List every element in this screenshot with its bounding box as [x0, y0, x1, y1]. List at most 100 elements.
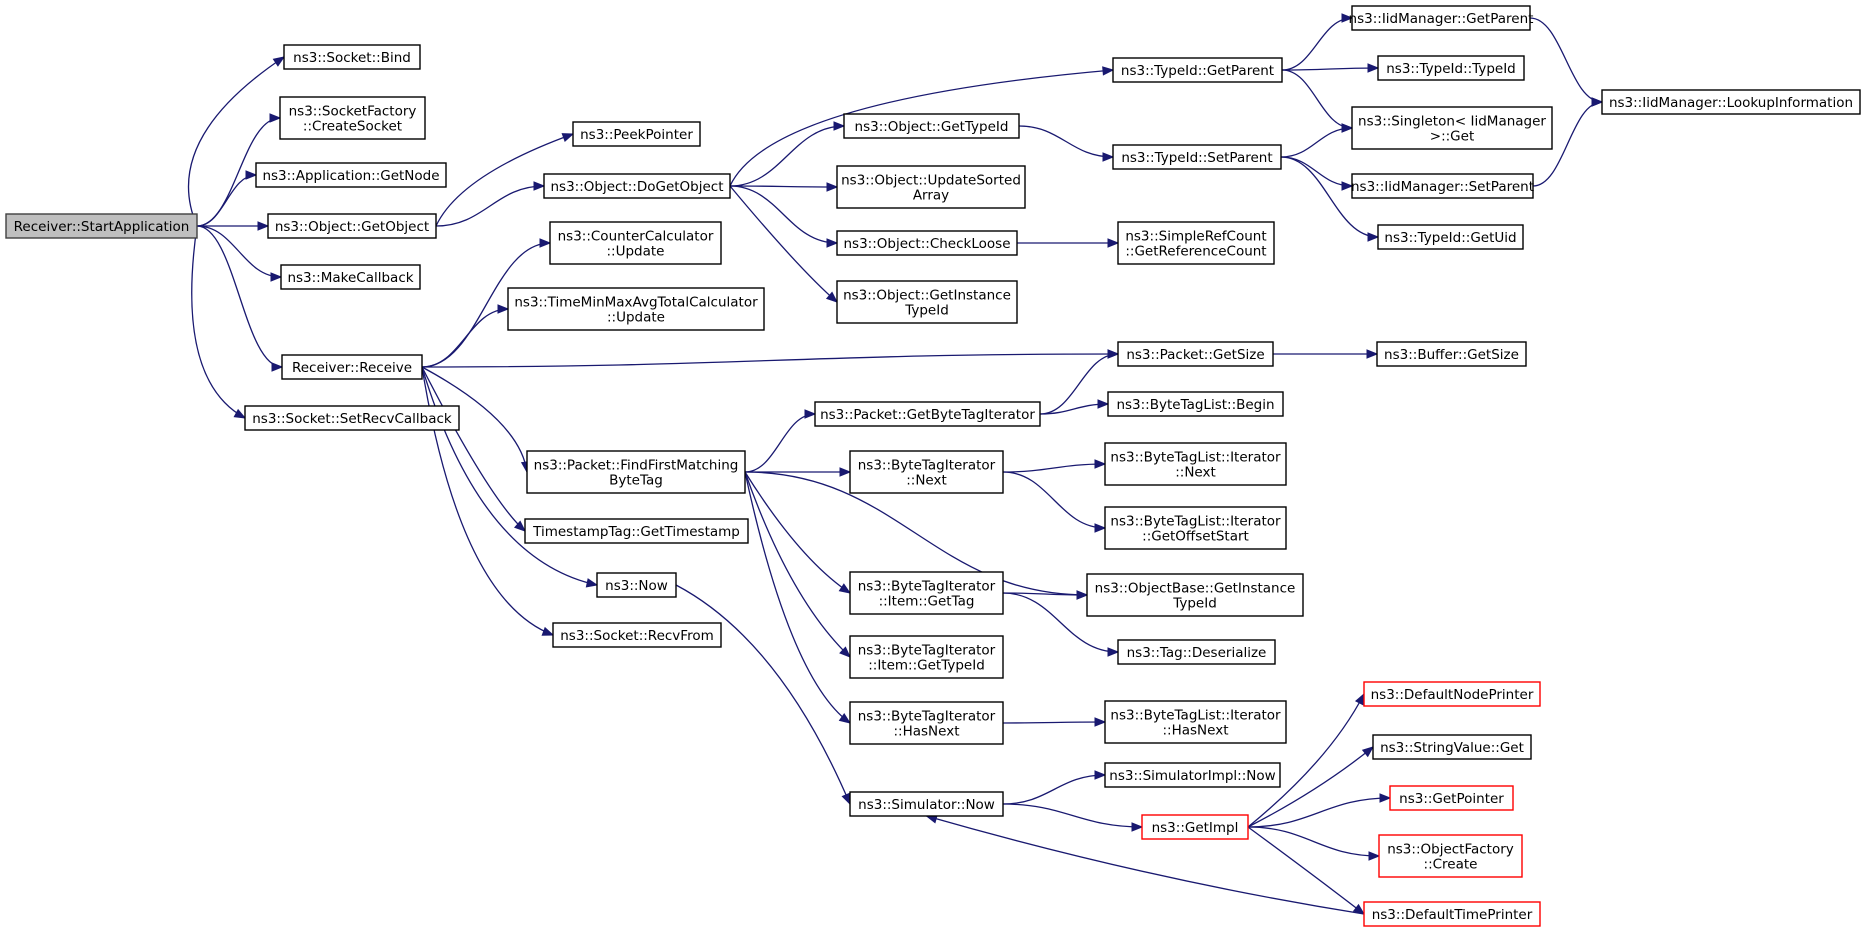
node-n16[interactable]: ns3::Object::GetTypeId: [843, 113, 1020, 139]
node-n27[interactable]: ns3::TypeId::GetUid: [1377, 224, 1524, 250]
edge-n49-n42: [926, 815, 1365, 915]
node-n24[interactable]: ns3::TypeId::TypeId: [1377, 55, 1525, 81]
node-n13[interactable]: TimestampTag::GetTimestamp: [524, 518, 749, 544]
node-box: [1363, 901, 1541, 927]
node-n43[interactable]: ns3::SimulatorImpl::Now: [1104, 762, 1281, 788]
node-n8[interactable]: ns3::PeekPointer: [572, 121, 701, 147]
node-n41[interactable]: ns3::ByteTagList::Iterator::HasNext: [1104, 700, 1287, 744]
node-n33[interactable]: ns3::ByteTagIterator::Next: [849, 450, 1004, 494]
node-n23[interactable]: ns3::IidManager::GetParent: [1349, 5, 1534, 31]
arrowhead-n12-n31: [804, 409, 817, 419]
node-box: [843, 113, 1020, 139]
node-n29[interactable]: ns3::Packet::GetSize: [1117, 341, 1274, 367]
node-n0[interactable]: Receiver::StartApplication: [5, 213, 198, 239]
arrowhead-n12-n40: [838, 713, 852, 724]
node-n2[interactable]: ns3::SocketFactory::CreateSocket: [279, 96, 426, 140]
node-box: [1601, 89, 1861, 115]
node-n38[interactable]: ns3::Tag::Deserialize: [1117, 639, 1276, 665]
node-box: [849, 450, 1004, 494]
node-n14[interactable]: ns3::Now: [596, 572, 677, 598]
node-n11[interactable]: ns3::TimeMinMaxAvgTotalCalculator::Updat…: [507, 287, 765, 331]
node-label: >::Get: [1430, 129, 1474, 145]
node-box: [849, 571, 1004, 615]
arrowhead-n44-n45: [1354, 692, 1365, 706]
arrowhead-n44-n48: [1368, 851, 1381, 861]
node-label: ::Next: [906, 473, 947, 489]
node-label: ns3::CounterCalculator: [558, 229, 714, 245]
node-n10[interactable]: ns3::CounterCalculator::Update: [549, 221, 722, 265]
node-n36[interactable]: ns3::ByteTagIterator::Item::GetTag: [849, 571, 1004, 615]
node-box: [1117, 639, 1276, 665]
arrowhead-n20-n24: [1367, 63, 1380, 73]
node-n18[interactable]: ns3::Object::CheckLoose: [836, 230, 1018, 256]
node-label: ns3::TypeId::GetUid: [1384, 230, 1516, 246]
node-n22[interactable]: ns3::SimpleRefCount::GetReferenceCount: [1117, 221, 1275, 265]
node-n7[interactable]: ns3::Socket::SetRecvCallback: [244, 405, 460, 431]
node-box: [1104, 762, 1281, 788]
arrowhead-n20-n23: [1341, 13, 1354, 23]
node-box: [1141, 814, 1249, 840]
edge-n9-n18: [729, 185, 838, 244]
edge-n12-n39: [744, 471, 851, 658]
arrowhead-n0-n5: [270, 272, 283, 282]
node-n3[interactable]: ns3::Application::GetNode: [255, 162, 447, 188]
node-n25[interactable]: ns3::Singleton< IidManager>::Get: [1351, 106, 1553, 150]
node-n31[interactable]: ns3::Packet::GetByteTagIterator: [814, 401, 1041, 427]
edge-n6-n13: [421, 366, 526, 532]
node-n21[interactable]: ns3::TypeId::SetParent: [1112, 144, 1282, 170]
arrowhead-n12-n36: [838, 583, 852, 594]
node-n28[interactable]: ns3::IidManager::LookupInformation: [1601, 89, 1861, 115]
node-n35[interactable]: ns3::ByteTagList::Iterator::GetOffsetSta…: [1104, 506, 1287, 550]
edge-n9-n17: [729, 185, 838, 188]
node-n30[interactable]: ns3::Buffer::GetSize: [1376, 341, 1527, 367]
node-label: ns3::Socket::RecvFrom: [560, 628, 714, 644]
node-n5[interactable]: ns3::MakeCallback: [280, 264, 421, 290]
node-box: [1104, 506, 1287, 550]
node-label: ::Item::GetTag: [879, 594, 975, 610]
node-n6[interactable]: Receiver::Receive: [281, 354, 423, 380]
node-n47[interactable]: ns3::GetPointer: [1389, 785, 1514, 811]
node-box: [1104, 700, 1287, 744]
arrowhead-n6-n14: [585, 578, 599, 588]
node-n48[interactable]: ns3::ObjectFactory::Create: [1378, 834, 1523, 878]
edge-n0-n7: [191, 225, 246, 419]
arrowhead-n9-n16: [833, 121, 846, 131]
node-n4[interactable]: ns3::Object::GetObject: [267, 213, 437, 239]
node-box: [1351, 173, 1534, 199]
edge-n42-n43: [1002, 774, 1106, 805]
arrowhead-n0-n3: [245, 170, 258, 180]
node-n42[interactable]: ns3::Simulator::Now: [849, 791, 1004, 817]
node-n20[interactable]: ns3::TypeId::GetParent: [1112, 57, 1283, 83]
node-n46[interactable]: ns3::StringValue::Get: [1372, 734, 1532, 760]
edge-n44-n45: [1247, 693, 1365, 828]
arrowhead-n0-n1: [272, 56, 286, 67]
edge-n12-n36: [744, 471, 851, 594]
node-box: [543, 173, 731, 199]
node-box: [596, 572, 677, 598]
node-box: [1112, 144, 1282, 170]
node-box: [1377, 224, 1524, 250]
node-n45[interactable]: ns3::DefaultNodePrinter: [1363, 681, 1541, 707]
node-n9[interactable]: ns3::Object::DoGetObject: [543, 173, 731, 199]
arrowhead-n4-n8: [561, 133, 575, 143]
node-n26[interactable]: ns3::IidManager::SetParent: [1351, 173, 1534, 199]
node-n40[interactable]: ns3::ByteTagIterator::HasNext: [849, 701, 1004, 745]
node-label: ns3::Object::UpdateSorted: [841, 173, 1021, 189]
node-n39[interactable]: ns3::ByteTagIterator::Item::GetTypeId: [849, 635, 1004, 679]
node-n34[interactable]: ns3::ByteTagList::Iterator::Next: [1104, 442, 1287, 486]
node-n44[interactable]: ns3::GetImpl: [1141, 814, 1249, 840]
node-n49[interactable]: ns3::DefaultTimePrinter: [1363, 901, 1541, 927]
node-label: ns3::Object::GetInstance: [843, 288, 1011, 304]
arrowhead-n12-n33: [839, 467, 852, 477]
arrowhead-n44-n46: [1361, 746, 1375, 758]
node-label: ns3::Object::GetTypeId: [855, 119, 1009, 135]
node-label: ns3::GetPointer: [1399, 791, 1504, 807]
node-n15[interactable]: ns3::Socket::RecvFrom: [552, 622, 722, 648]
node-n1[interactable]: ns3::Socket::Bind: [283, 44, 421, 70]
node-n32[interactable]: ns3::ByteTagList::Begin: [1107, 391, 1284, 417]
edge-n0-n3: [196, 174, 257, 227]
